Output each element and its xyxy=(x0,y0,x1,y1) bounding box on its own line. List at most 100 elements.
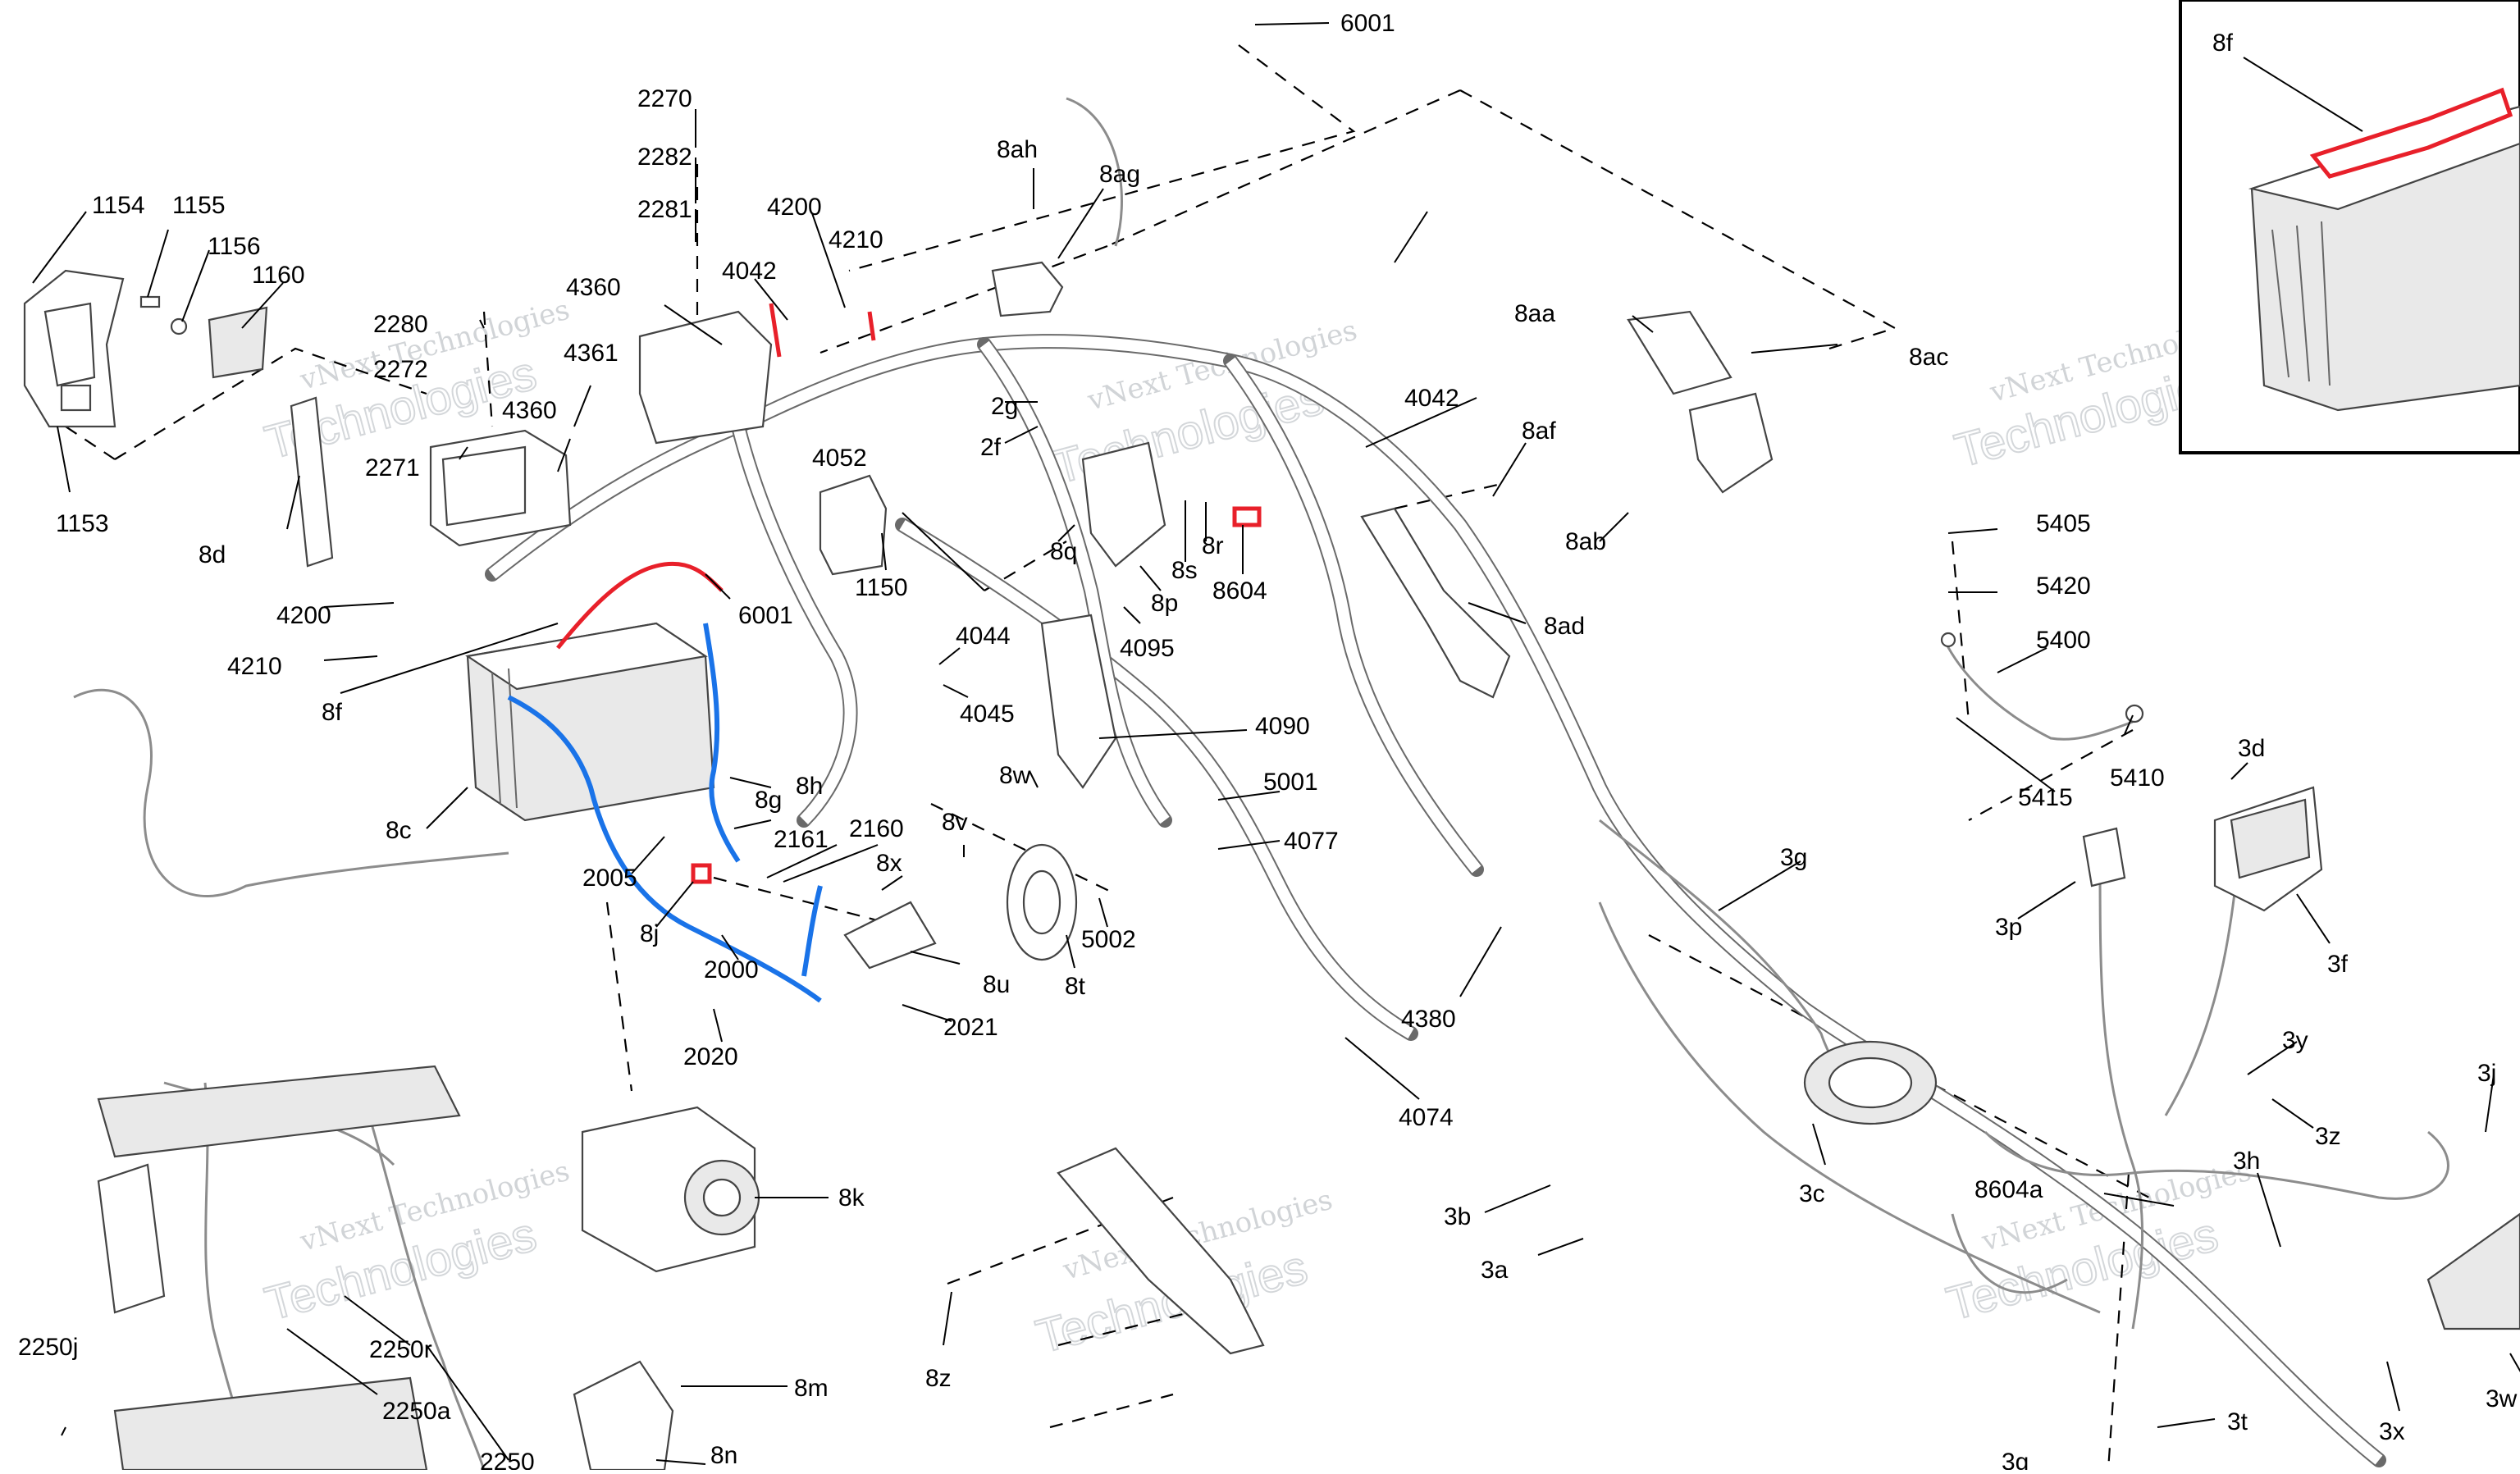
part-1160-pad xyxy=(208,306,268,379)
callout-4360: 4360 xyxy=(566,274,621,301)
callout-8k: 8k xyxy=(838,1184,865,1212)
part-8z-rail xyxy=(1057,1147,1265,1355)
callout-8f: 8f xyxy=(322,699,343,726)
callout-3w: 3w xyxy=(2486,1385,2518,1412)
callout-5410: 5410 xyxy=(2110,764,2165,792)
part-5400-wire xyxy=(1940,632,2144,741)
callout-2f: 2f xyxy=(980,434,1002,461)
callout-8x: 8x xyxy=(876,850,902,877)
callout-5400: 5400 xyxy=(2036,627,2091,654)
callout-3f: 3f xyxy=(2327,951,2349,978)
part-4360-fuse-box xyxy=(429,310,773,547)
callout-3p: 3p xyxy=(1995,914,2022,941)
callout-5001: 5001 xyxy=(1263,769,1318,796)
callout-8ah: 8ah xyxy=(997,136,1038,163)
callout-8u: 8u xyxy=(983,971,1010,998)
part-1153-bracket xyxy=(23,269,125,428)
callout-8604: 8604 xyxy=(1212,577,1267,605)
part-1150-module xyxy=(819,474,888,576)
callout-8af: 8af xyxy=(1522,418,1556,445)
callout-3j: 3j xyxy=(2477,1060,2496,1087)
callout-1155: 1155 xyxy=(172,192,226,219)
callout-8ac: 8ac xyxy=(1909,344,1948,371)
callout-3c: 3c xyxy=(1799,1180,1825,1207)
callout-8m: 8m xyxy=(794,1375,829,1402)
callout-8v: 8v xyxy=(942,809,968,836)
callout-1150: 1150 xyxy=(855,574,908,601)
part-4090-bracket xyxy=(1040,614,1117,789)
part-8d-strap xyxy=(290,396,334,568)
callout-5002: 5002 xyxy=(1081,926,1136,953)
part-8u-bracket xyxy=(843,901,937,970)
callout-2021: 2021 xyxy=(943,1014,998,1041)
callout-2250: 2250 xyxy=(480,1449,535,1470)
part-3f-headlight xyxy=(2213,786,2323,912)
callout-2161: 2161 xyxy=(774,826,829,853)
part-3p-connector xyxy=(2082,827,2126,888)
part-8t-horn xyxy=(1006,843,1078,961)
callout-8z: 8z xyxy=(925,1365,952,1392)
callout-4074: 4074 xyxy=(1399,1104,1454,1131)
callout-8ag: 8ag xyxy=(1099,161,1140,188)
callout-4042: 4042 xyxy=(1404,385,1459,412)
callout-2250a: 2250a xyxy=(382,1398,451,1425)
callout-2281: 2281 xyxy=(637,196,692,223)
callout-8g: 8g xyxy=(755,787,782,814)
part-8p-module xyxy=(1081,441,1166,568)
callout-8t: 8t xyxy=(1065,973,1086,1000)
callout-4095: 4095 xyxy=(1120,635,1175,662)
callout-8c: 8c xyxy=(386,817,412,844)
callout-2270: 2270 xyxy=(637,85,692,112)
callout-8ad: 8ad xyxy=(1544,613,1585,640)
callout-4200: 4200 xyxy=(767,194,822,221)
callout-1154: 1154 xyxy=(92,192,145,219)
callout-8d: 8d xyxy=(199,541,226,568)
callout-3g: 3g xyxy=(2002,1449,2029,1470)
highlight-blue-cable xyxy=(507,623,823,1003)
callout-2280: 2280 xyxy=(373,311,428,338)
callout-4360: 4360 xyxy=(502,397,557,424)
callout-2020: 2020 xyxy=(683,1043,738,1070)
callout-5420: 5420 xyxy=(2036,573,2091,600)
callout-3x: 3x xyxy=(2379,1418,2405,1445)
callout-4042: 4042 xyxy=(722,258,777,285)
part-8ad-bracket xyxy=(1360,507,1511,699)
callout-2005: 2005 xyxy=(582,865,637,892)
callout-8ab: 8ab xyxy=(1565,528,1606,555)
callout-4200: 4200 xyxy=(276,602,331,629)
part-3c-headlight xyxy=(1803,1040,1938,1125)
callout-8r: 8r xyxy=(1202,532,1224,559)
callout-8h: 8h xyxy=(796,773,823,800)
callout-4361: 4361 xyxy=(564,340,619,367)
part-8aa-motor xyxy=(1627,310,1774,494)
callout-4045: 4045 xyxy=(960,700,1015,728)
callout-3a: 3a xyxy=(1481,1257,1509,1284)
main-wiring-harness xyxy=(73,97,2449,1471)
callout-8q: 8q xyxy=(1050,538,1077,565)
callout-3d: 3d xyxy=(2238,735,2265,762)
callout-6001: 6001 xyxy=(738,602,793,629)
part-3w-light xyxy=(2426,1212,2520,1330)
callout-4210: 4210 xyxy=(227,653,282,680)
callout-4052: 4052 xyxy=(812,445,867,472)
callout-2271: 2271 xyxy=(365,454,420,481)
callout-labels: 6001 2270 2282 2281 1154 1155 1156 1160 … xyxy=(18,10,2518,1474)
part-8c-battery xyxy=(465,622,715,822)
leader-lines xyxy=(32,22,2520,1465)
callout-3g: 3g xyxy=(1780,844,1807,871)
inset-panel: 8f xyxy=(2179,0,2520,454)
callout-8w: 8w xyxy=(999,762,1031,789)
part-1155-bolt xyxy=(139,295,188,335)
callout-2250j: 2250j xyxy=(18,1334,78,1361)
callout-5405: 5405 xyxy=(2036,510,2091,537)
callout-6001: 6001 xyxy=(1340,10,1395,37)
callout-5415: 5415 xyxy=(2018,784,2073,811)
part-8k-abs-unit xyxy=(581,1106,760,1273)
callout-2000: 2000 xyxy=(704,956,759,983)
callout-2250r: 2250r xyxy=(369,1336,432,1363)
callout-2160: 2160 xyxy=(849,815,904,842)
callout-8p: 8p xyxy=(1151,590,1178,617)
part-8n-bracket xyxy=(573,1360,674,1472)
